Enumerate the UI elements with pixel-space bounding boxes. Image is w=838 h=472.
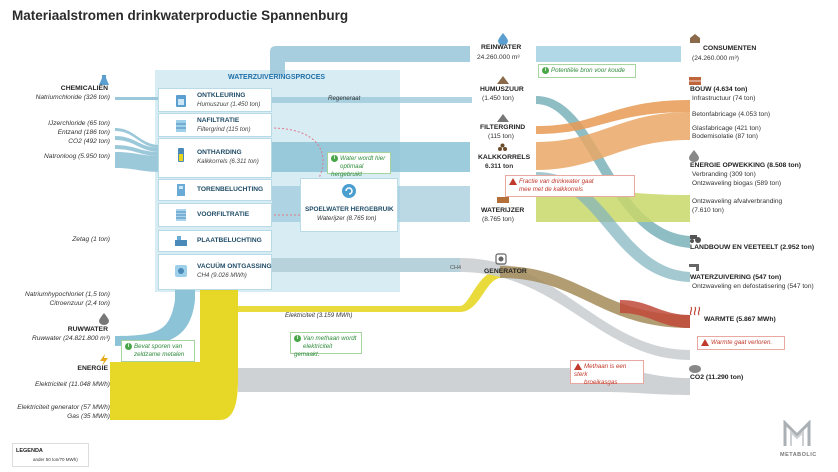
natriumhypochloriet-label: Natriumhypochloriet (1,5 ton) (24, 291, 110, 298)
metabolic-wordmark: METABOLIC (780, 452, 817, 458)
bouw-heading: BOUW (4.634 ton) (690, 86, 748, 93)
gravel-icon (497, 114, 509, 122)
infrastructuur-label: Infrastructuur (74 ton) (692, 95, 756, 102)
heat-icon (689, 306, 701, 316)
verbranding-label: Verbranding (309 ton) (692, 171, 756, 178)
chemicalien-heading: CHEMICALIËN (60, 85, 108, 92)
warmte-flow (620, 300, 690, 328)
bolt-icon (100, 354, 108, 366)
regeneraat-label: Regeneraat (328, 95, 361, 102)
process-box-title: WATERZUIVERINGSPROCES (228, 74, 326, 81)
waterijzer-value: (8.765 ton) (482, 216, 514, 223)
vacuum-icon (175, 265, 187, 277)
flask-icon (99, 75, 109, 85)
ontzwaveling-afval-label: Ontzwaveling afvalverbranding (692, 198, 783, 205)
consumenten-value: (24.260.000 m³) (692, 55, 739, 62)
natriumchloride-flow (115, 97, 160, 100)
prefilter-icon (176, 209, 186, 221)
legend: LEGENDA ander 50 ton/70 MWh) (12, 443, 89, 467)
drop-icon (99, 313, 109, 325)
gas-label: Gas (35 MWh) (67, 413, 110, 420)
process-ontkleuring: ONTKLEURING Humuszuur (1.450 ton) (158, 88, 272, 112)
decolor-icon (176, 95, 186, 107)
elektriciteit-flow-label: Elektriciteit (3.159 MWh) (285, 312, 353, 319)
softening-icon (178, 148, 184, 162)
process-ontharding: ONTHARDING Kalkkorrels (6.311 ton) (158, 138, 272, 178)
waterzuivering-heading: WATERZUIVERING (547 ton) (690, 274, 782, 281)
consumenten-heading: CONSUMENTEN (703, 45, 757, 52)
waterijzer-heading: WATERIJZER (481, 207, 525, 214)
ruwwater-value: Ruwwater (24.821.800 m³) (31, 335, 110, 342)
tower-icon (177, 184, 185, 196)
bricks-icon (689, 77, 701, 85)
pile-icon (497, 76, 509, 84)
ruwwater-heading: RUWWATER (67, 326, 108, 333)
energie-opwekking-heading: ENERGIE OPWEKKING (8.508 ton) (690, 162, 802, 169)
zetag-label: Zetag (1 ton) (72, 236, 110, 243)
cloud-icon (689, 365, 701, 373)
ontzwaveling-afval-value: (7.610 ton) (692, 207, 724, 214)
kalkkorrels-value: 6.311 ton (485, 163, 514, 170)
ontzwaveling-defosfatisering-label: Ontzwaveling en defostatisering (547 ton… (692, 283, 814, 290)
co2-output-heading: CO2 (11.290 ton) (690, 374, 744, 381)
water-drop-icon (498, 33, 508, 45)
reinwater-value: 24.260.000 m³ (477, 54, 520, 61)
pellets-icon (498, 143, 507, 151)
ijzerchloride-label: IJzerchloride (65 ton) (48, 120, 110, 127)
natriumchloride-label: Natriumchloride (326 ton) (35, 94, 110, 101)
warmte-heading: WARMTE (5.867 MWh) (704, 316, 776, 323)
bodemisolatie-label: Bodemisolatie (87 ton) (692, 133, 758, 140)
tractor-icon (690, 235, 701, 243)
spoelwater-box: SPOELWATER HERGEBRUIK Waterijzer (8.765 … (300, 178, 398, 232)
recycle-icon (342, 184, 356, 198)
house-icon (690, 34, 700, 43)
reinwater-flow (270, 46, 470, 75)
iron-icon (497, 197, 509, 203)
tap-icon (689, 264, 699, 271)
glasfabricage-label: Glasfabricage (421 ton) (692, 125, 761, 132)
reinwater-heading: REINWATER (481, 44, 522, 51)
landbouw-heading: LANDBOUW EN VEETEELT (2.952 ton) (690, 244, 815, 251)
note-warmte-verloren: Warmte gaat verloren. (697, 336, 785, 350)
co2-input-label: CO2 (492 ton) (68, 138, 110, 145)
process-voorfiltratie: VOORFILTRATIE (158, 203, 272, 227)
elektriciteit-generator-label: Elektriciteit generator (57 MWh) (17, 404, 110, 411)
energie-flow (110, 290, 238, 420)
process-vacuum-ontgassing: VACUÜM ONTGASSING CH4 (9.026 MWh) (158, 254, 272, 290)
humuszuur-heading: HUMUSZUUR (480, 86, 524, 93)
process-torenbeluchting: TORENBELUCHTING (158, 179, 272, 201)
betonfabricage-label: Betonfabricage (4.053 ton) (692, 111, 771, 118)
filtergrind-value: (115 ton) (488, 133, 514, 140)
energie-heading: ENERGIE (77, 365, 108, 372)
metabolic-logo (783, 420, 811, 446)
bouw-flow (536, 100, 690, 134)
humuszuur-value: (1.450 ton) (482, 95, 514, 102)
ch4-tag: CH4 (450, 265, 462, 271)
entzand-label: Entzand (186 ton) (57, 129, 110, 136)
elektriciteit-label: Elektriciteit (11.048 MWh) (35, 381, 110, 388)
filter-icon (176, 120, 186, 132)
page-title: Materiaalstromen drinkwaterproductie Spa… (12, 8, 349, 23)
natronloog-label: Natronloog (5.950 ton) (44, 153, 110, 160)
plate-icon (175, 236, 187, 246)
flame-icon (689, 150, 699, 162)
kalkkorrels-heading: KALKKORRELS (478, 154, 531, 161)
ruwwater-flow (115, 290, 195, 346)
generator-heading: GENERATOR (484, 268, 527, 275)
filtergrind-heading: FILTERGRIND (480, 124, 526, 131)
process-plaatbeluchting: PLAATBELUCHTING (158, 230, 272, 252)
ontzwaveling-biogas-label: Ontzwaveling biogas (589 ton) (692, 180, 782, 187)
consumenten-flow (536, 46, 681, 62)
process-nafiltratie: NAFILTRATIE Filtergrind (115 ton) (158, 113, 272, 137)
citroenzuur-label: Citroenzuur (2,4 ton) (49, 300, 110, 307)
generator-icon (495, 253, 507, 265)
